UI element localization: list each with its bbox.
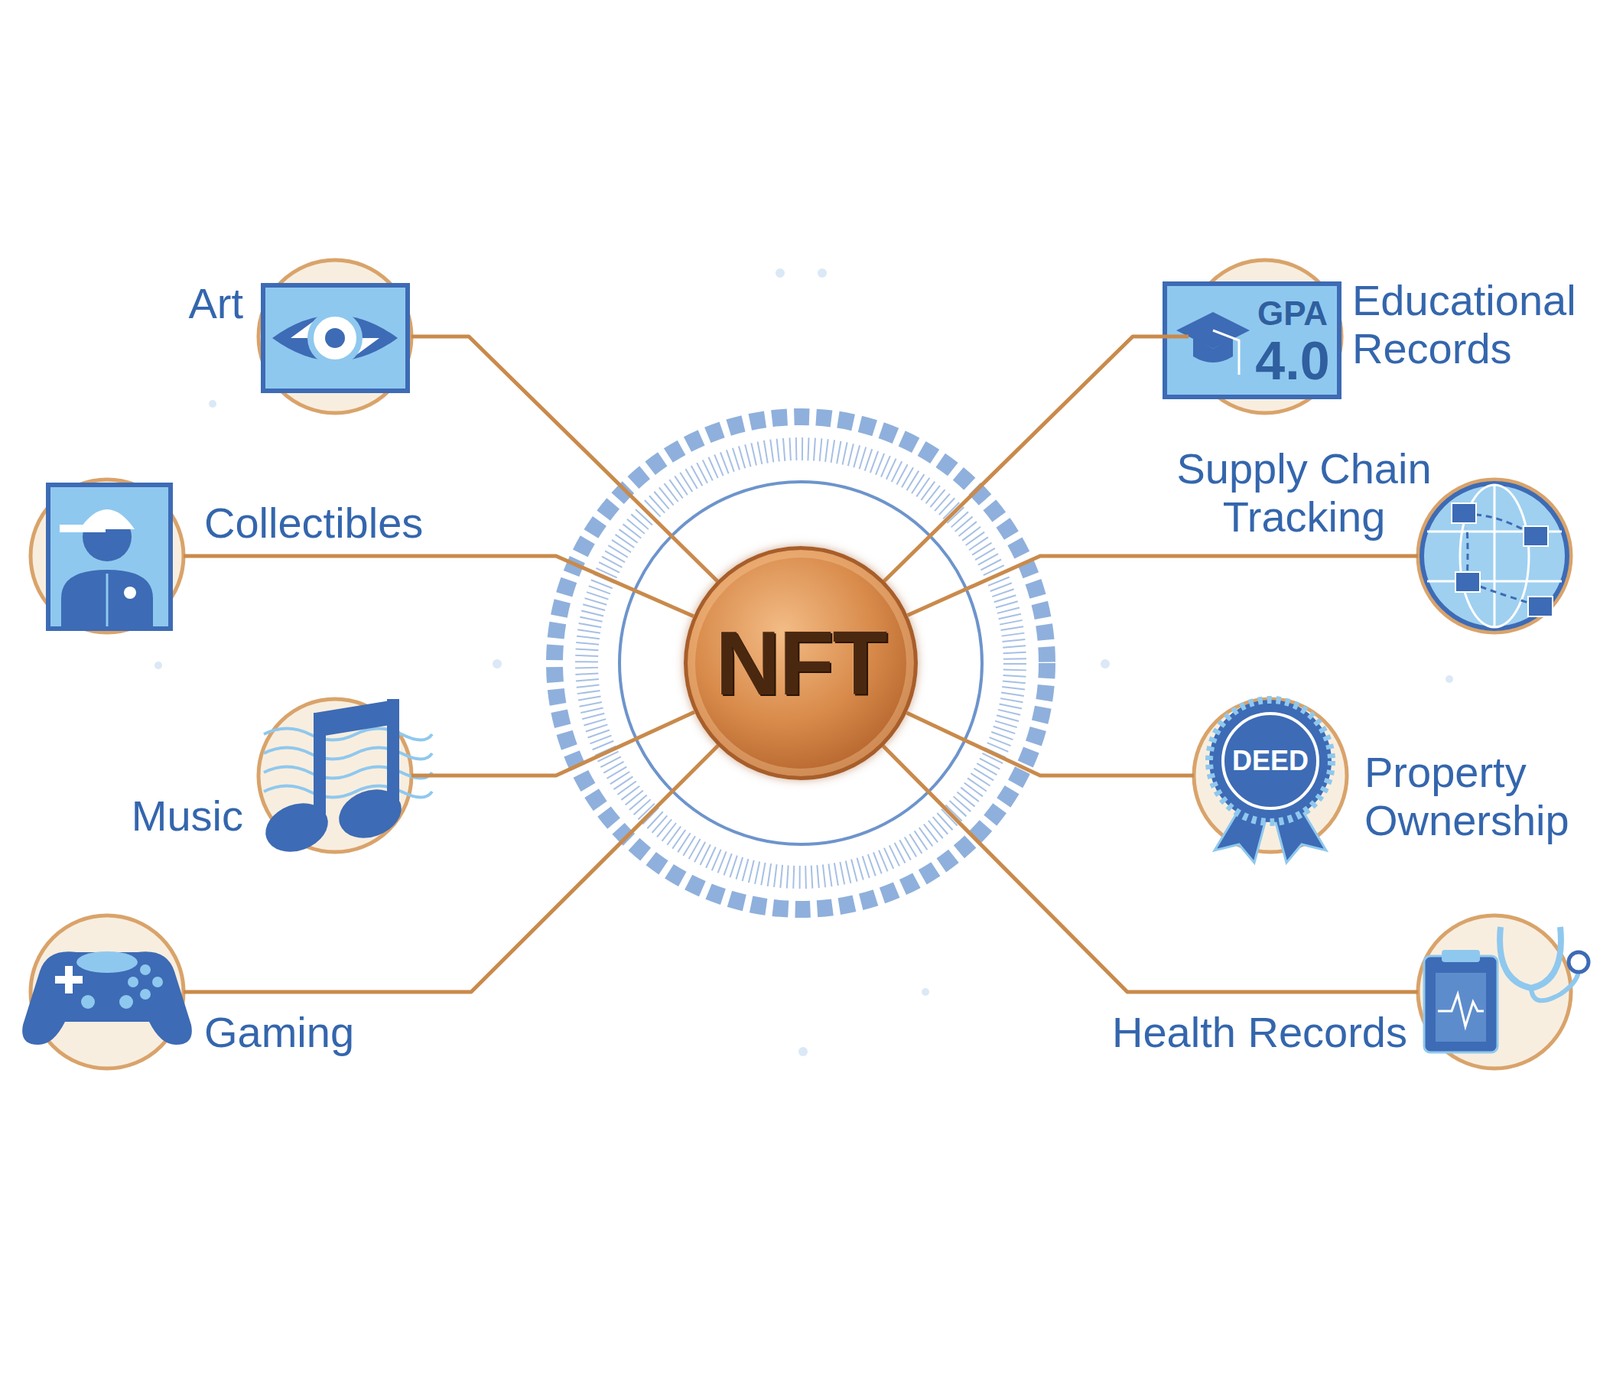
use-case-node: Property Ownership: [1193, 699, 1347, 853]
use-case-node: Art: [258, 260, 412, 414]
node-label: Supply Chain Tracking: [1158, 445, 1450, 541]
use-case-node: Health Records: [1417, 915, 1571, 1069]
use-case-node: Supply Chain Tracking: [1417, 479, 1571, 633]
node-label: Music: [131, 792, 244, 841]
use-case-node: Collectibles: [30, 479, 184, 633]
use-case-node: Music: [258, 699, 412, 853]
connector-line: [411, 712, 695, 776]
node-label: Property Ownership: [1364, 748, 1587, 845]
coin-label: NFT: [715, 611, 886, 716]
use-case-node: Gaming: [30, 915, 184, 1069]
connector-line: [907, 712, 1195, 776]
node-label: Gaming: [204, 1008, 355, 1057]
node-label: Collectibles: [204, 499, 423, 548]
node-label: Art: [188, 279, 244, 329]
connector-line: [884, 336, 1189, 582]
connector-line: [883, 746, 1418, 992]
icon-text: 4.0: [1255, 334, 1330, 388]
icon-text: GPA: [1257, 296, 1328, 331]
icon-text: DEED: [1232, 747, 1309, 775]
node-label: Educational Records: [1352, 276, 1586, 373]
nft-coin: NFT: [683, 546, 918, 781]
connector-line: [183, 556, 694, 617]
connector-line: [183, 745, 719, 992]
connector-line: [411, 336, 718, 582]
connector-line: [907, 556, 1418, 616]
node-label: Health Records: [1112, 1008, 1408, 1057]
